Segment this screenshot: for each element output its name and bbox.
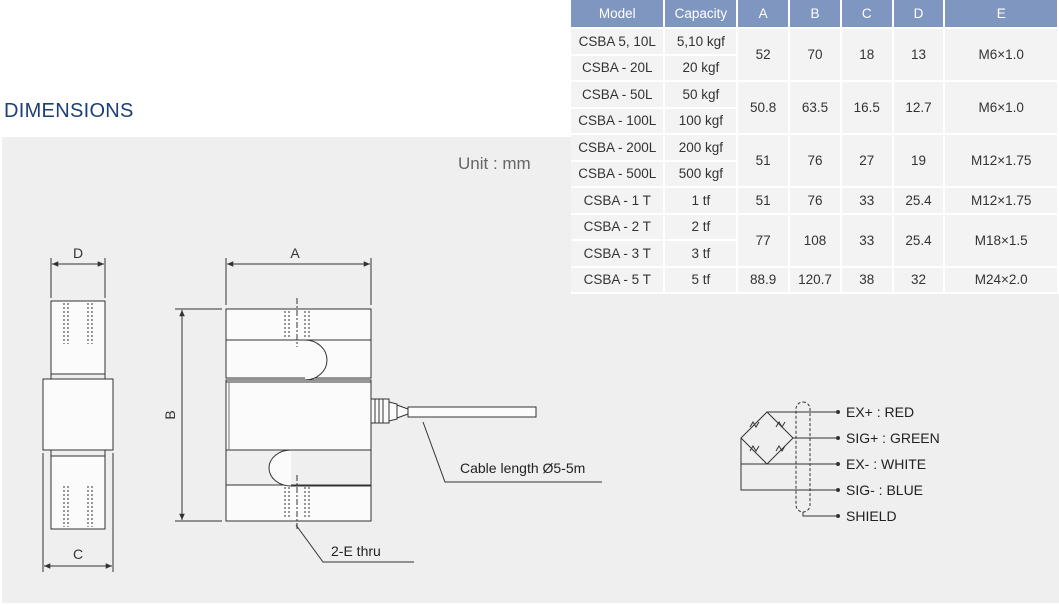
cell-a: 77 [737, 213, 791, 268]
wire-ex-plus-label: EX+ : RED [846, 404, 914, 420]
header-capacity: Capacity [664, 0, 739, 29]
cell-a: 52 [737, 28, 791, 82]
header-c: C [840, 0, 894, 29]
header-d: D [892, 0, 946, 29]
cell-model: CSBA - 2 T [571, 213, 666, 241]
cell-model: CSBA - 500L [571, 160, 666, 188]
cell-c: 38 [840, 266, 894, 294]
cell-a: 51 [737, 134, 791, 188]
cell-c: 33 [840, 213, 894, 268]
cell-e: M12×1.75 [944, 134, 1059, 188]
unit-label: Unit : mm [458, 154, 531, 173]
header-b: B [789, 0, 842, 29]
cell-d: 12.7 [892, 81, 946, 135]
wiring-diagram [740, 401, 838, 517]
wiring-terminals [836, 410, 840, 518]
cell-model: CSBA - 1 T [571, 187, 666, 215]
cell-e: M12×1.75 [944, 187, 1059, 215]
cell-model: CSBA 5, 10L [571, 28, 666, 56]
cell-capacity: 2 tf [664, 213, 739, 241]
cell-b: 63.5 [789, 81, 842, 135]
cell-capacity: 3 tf [664, 240, 739, 268]
cell-capacity: 5 tf [664, 266, 739, 294]
cell-d: 19 [892, 134, 946, 188]
cell-a: 51 [737, 187, 791, 215]
cell-d: 25.4 [892, 187, 946, 215]
cell-capacity: 50 kgf [664, 81, 739, 109]
front-view [175, 258, 602, 563]
header-model: Model [571, 0, 666, 29]
wire-shield-label: SHIELD [846, 508, 897, 524]
cable-length-label: Cable length Ø5-5m [460, 460, 585, 476]
cell-d: 13 [892, 28, 946, 82]
cell-a: 88.9 [737, 266, 791, 294]
cell-model: CSBA - 20L [571, 54, 666, 82]
thread-label: 2-E thru [331, 543, 381, 559]
cell-d: 32 [892, 266, 946, 294]
dim-d-label: D [73, 245, 83, 261]
cell-model: CSBA - 100L [571, 107, 666, 135]
cell-e: M6×1.0 [944, 81, 1059, 135]
cell-capacity: 1 tf [664, 187, 739, 215]
cell-capacity: 5,10 kgf [664, 28, 739, 56]
cell-capacity: 200 kgf [664, 134, 739, 162]
wire-sig-plus-label: SIG+ : GREEN [846, 430, 940, 446]
cell-e: M6×1.0 [944, 28, 1059, 82]
wire-sig-minus-label: SIG- : BLUE [846, 482, 923, 498]
cell-c: 18 [840, 28, 894, 82]
dim-a-label: A [290, 245, 300, 261]
page-title: DIMENSIONS [4, 100, 134, 122]
cell-d: 25.4 [892, 213, 946, 268]
cell-b: 70 [789, 28, 842, 82]
cell-model: CSBA - 200L [571, 134, 666, 162]
dim-c-label: C [73, 546, 83, 562]
dim-b-label: B [162, 410, 178, 419]
cell-model: CSBA - 5 T [571, 266, 666, 294]
cell-b: 76 [789, 134, 842, 188]
cell-e: M24×2.0 [944, 266, 1059, 294]
cell-capacity: 100 kgf [664, 107, 739, 135]
cell-capacity: 20 kgf [664, 54, 739, 82]
cell-capacity: 500 kgf [664, 160, 739, 188]
cell-c: 27 [840, 134, 894, 188]
cell-c: 16.5 [840, 81, 894, 135]
cell-e: M18×1.5 [944, 213, 1059, 268]
cell-b: 108 [789, 213, 842, 268]
wire-ex-minus-label: EX- : WHITE [846, 456, 926, 472]
cell-b: 120.7 [789, 266, 842, 294]
side-view [42, 258, 114, 572]
cell-model: CSBA - 50L [571, 81, 666, 109]
cell-c: 33 [840, 187, 894, 215]
header-a: A [737, 0, 791, 29]
cell-a: 50.8 [737, 81, 791, 135]
cell-b: 76 [789, 187, 842, 215]
cell-model: CSBA - 3 T [571, 240, 666, 268]
header-e: E [944, 0, 1059, 29]
